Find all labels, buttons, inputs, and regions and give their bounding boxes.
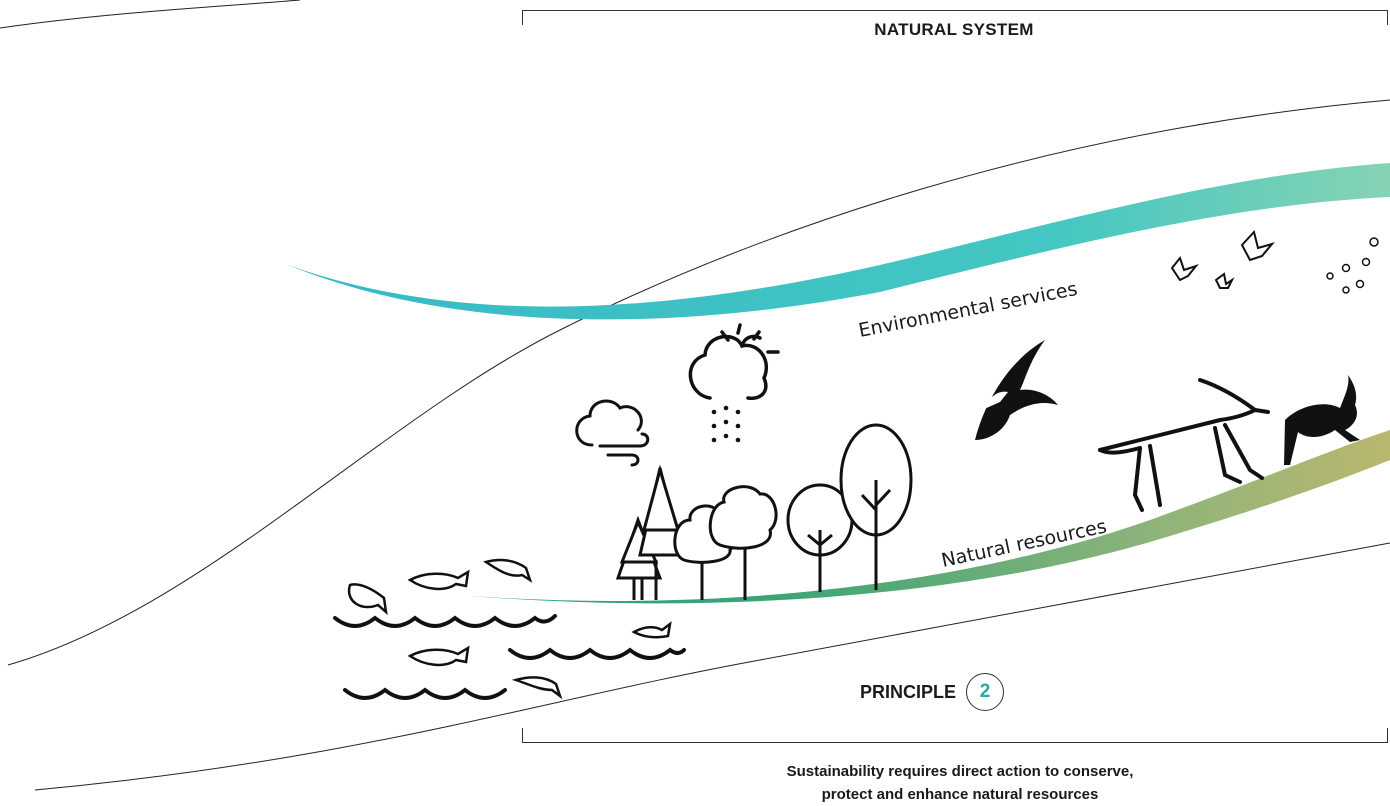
bird-icon — [975, 340, 1058, 440]
butterfly-icon — [1170, 229, 1275, 289]
caption-line-1: Sustainability requires direct action to… — [786, 763, 1134, 780]
outer-upper-curve — [7, 99, 1390, 666]
principle-number: 2 — [966, 673, 1005, 711]
environmental-services-band — [288, 163, 1390, 320]
fish-icon — [347, 558, 672, 700]
bee-icon — [1326, 237, 1379, 294]
caption-line-2: protect and enhance natural resources — [821, 786, 1099, 803]
title-frame — [522, 10, 1388, 25]
page-title: NATURAL SYSTEM — [874, 20, 1034, 39]
deer-icon — [1284, 375, 1360, 465]
raindrops-icon — [711, 405, 741, 443]
top-left-curve — [0, 0, 301, 29]
natural-resources-band — [470, 430, 1390, 604]
principle-label: PRINCIPLE — [860, 681, 957, 702]
wave-icon — [333, 614, 686, 700]
principle-caption: Sustainability requires direct action to… — [680, 760, 1240, 806]
cloud-wind-icon — [575, 399, 650, 467]
tree-icon — [615, 423, 913, 600]
outer-lower-curve — [34, 542, 1390, 791]
principle-frame — [522, 728, 1388, 743]
principle-badge: PRINCIPLE 2 — [860, 672, 1005, 712]
antelope-icon — [1098, 378, 1270, 512]
rain-sun-icon — [688, 323, 780, 401]
